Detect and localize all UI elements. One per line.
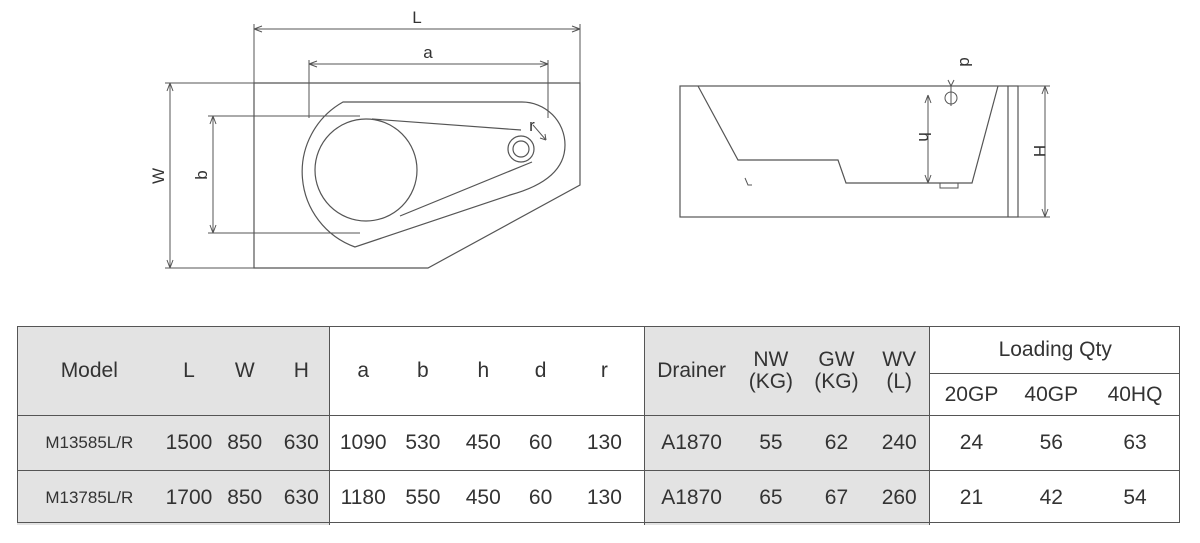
cell-H: 630 [273,415,330,471]
cell-a: 1090 [329,415,397,471]
header-40gp: 40GP [1024,382,1079,406]
side-view [679,85,1019,218]
drain-inner [512,140,530,158]
header-d: d [534,358,547,382]
drain-outer [507,135,535,163]
label-L: L [412,8,421,27]
header-drainer: Drainer [644,326,738,416]
label-H: H [1030,145,1049,157]
header-H: H [273,326,330,416]
cell-W: 850 [216,415,274,471]
header-L: L [161,326,217,416]
basin-profile [697,85,999,184]
header-wv-line1: WV [882,347,917,371]
cell-drainer: A1870 [644,415,738,471]
header-wv: WV(L) [869,326,930,416]
cell-40hq: 63 [1090,415,1180,471]
cell-W: 850 [216,470,274,525]
dimension-h [924,94,932,184]
spec-table: Model L W H a b h d r Drainer NW(KG) GW(… [17,326,1180,525]
cell-r: 130 [564,415,645,471]
header-loading-qty: Loading Qty [929,326,1180,374]
header-gw: GW(KG) [803,326,869,416]
cell-20gp: 24 [929,415,1013,471]
cell-gw: 67 [803,470,869,525]
label-a: a [423,43,433,62]
dimension-L [253,24,581,83]
header-20gp: 20GP [929,373,1013,416]
cell-L: 1500 [161,415,217,471]
top-view [253,82,581,269]
cell-wv: 240 [869,415,930,471]
cell-40gp: 42 [1012,470,1090,525]
dimension-b [208,115,360,234]
cell-H: 630 [273,470,330,525]
cell-b: 550 [396,470,450,525]
header-h: h [477,358,490,382]
label-W: W [149,168,168,184]
header-nw-line2: (KG) [748,369,794,393]
basin-rim [301,101,566,248]
label-r: r [529,116,535,135]
cell-model: M13785L/R [17,470,162,525]
header-model: Model [17,326,162,416]
cell-h: 450 [449,415,517,471]
label-d: d [956,57,975,66]
header-nw-line1: NW [753,347,789,371]
cell-r: 130 [564,470,645,525]
cell-gw: 62 [803,415,869,471]
label-h: h [915,132,934,141]
cell-wv: 260 [869,470,930,525]
table-row: M13585L/R 1500 850 630 1090 530 450 60 1… [17,415,1180,471]
technical-drawing: L a W b r d h [149,8,1050,269]
cell-h: 450 [449,470,517,525]
header-wv-line2: (L) [886,369,913,393]
cell-a: 1180 [329,470,397,525]
dimension-d [944,79,958,106]
header-gw-line1: GW [818,347,855,371]
cell-20gp: 21 [929,470,1013,525]
header-40hq: 40HQ [1107,382,1163,406]
dimension-a [308,60,549,118]
side-view-outline [679,85,1019,218]
label-b: b [192,170,211,179]
header-r: r [600,358,608,382]
header-b: b [417,358,429,382]
header-subrow: 20GP 40GP 40HQ [17,373,1180,416]
circular-bowl [314,118,418,222]
table-row: M13785L/R 1700 850 630 1180 550 450 60 1… [17,470,1180,525]
cell-d: 60 [516,415,565,471]
cell-drainer: A1870 [644,470,738,525]
cell-b: 530 [396,415,450,471]
cell-40hq: 54 [1090,470,1180,525]
top-view-outline [253,82,581,269]
cell-40gp: 56 [1012,415,1090,471]
dimension-W [165,82,254,269]
cell-nw: 55 [737,415,804,471]
header-gw-line2: (KG) [814,369,859,393]
dimension-H [1018,85,1050,218]
header-nw: NW(KG) [737,326,804,416]
header-a: a [329,326,397,416]
cell-model: M13585L/R [17,415,162,471]
cell-nw: 65 [737,470,804,525]
cell-L: 1700 [161,470,217,525]
header-W: W [216,326,274,416]
cell-d: 60 [516,470,565,525]
header-row: Model L W H a b h d r Drainer NW(KG) GW(… [17,326,1180,416]
